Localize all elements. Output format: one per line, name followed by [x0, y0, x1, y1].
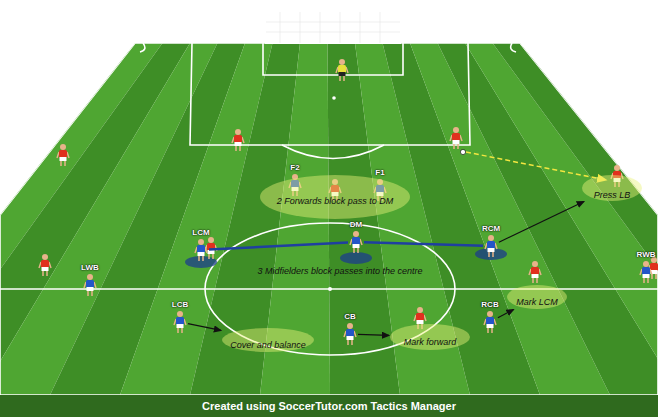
zone-label: Mark LCM — [516, 297, 558, 307]
player-label: RCB — [481, 300, 498, 309]
caption: Created using SoccerTutor.com Tactics Ma… — [202, 400, 456, 412]
player-label: F1 — [375, 168, 384, 177]
player-figure — [83, 273, 97, 297]
zone-highlight: Mark forward — [390, 324, 470, 350]
block-line — [209, 242, 348, 249]
block-line — [364, 242, 483, 246]
opponent-player — [205, 237, 217, 259]
player-figure — [173, 310, 187, 334]
pitch-stripe — [493, 43, 658, 395]
player: LCB — [173, 310, 187, 334]
player: RCB — [483, 310, 497, 334]
opponent-player — [57, 144, 69, 166]
player: CB — [343, 322, 357, 346]
player-label: DM — [350, 220, 362, 229]
player-figure — [484, 234, 498, 258]
opponent-player — [39, 254, 51, 276]
player-label: CB — [344, 312, 356, 321]
zone-highlight: Press LB — [582, 175, 642, 201]
player: RWB — [639, 260, 653, 284]
player: DM — [349, 230, 363, 254]
zone-highlight: Mark LCM — [507, 285, 567, 309]
movement-arrow — [499, 201, 584, 242]
zone-highlight: 2 Forwards block pass to DM — [260, 175, 410, 219]
player-figure — [343, 322, 357, 346]
opponent-player — [336, 59, 348, 81]
player-figure — [194, 238, 208, 262]
movement-arrow — [188, 324, 221, 331]
opponent-player — [450, 127, 462, 149]
player-label: LCM — [192, 228, 209, 237]
player-label: LCB — [172, 300, 188, 309]
zone-label: Mark forward — [404, 337, 457, 347]
player: LWB — [83, 273, 97, 297]
movement-arrow — [358, 334, 389, 335]
player: RCM — [484, 234, 498, 258]
player-label: F2 — [290, 163, 299, 172]
opponent-player — [232, 129, 244, 151]
player-figure — [483, 310, 497, 334]
caption-bar: Created using SoccerTutor.com Tactics Ma… — [0, 395, 658, 417]
movement-arrow — [498, 309, 514, 317]
player-figure — [639, 260, 653, 284]
player-label: RWB — [637, 250, 656, 259]
note-label: 3 Midfielders block passes into the cent… — [257, 266, 422, 276]
zone-label: 2 Forwards block pass to DM — [277, 196, 394, 206]
player-figure — [349, 230, 363, 254]
zone-highlight: Cover and balance — [222, 328, 314, 352]
player-label: LWB — [81, 263, 99, 272]
opponent-player — [529, 261, 541, 283]
player-label: RCM — [482, 224, 500, 233]
zone-label: Cover and balance — [230, 340, 306, 350]
player: LCM — [194, 238, 208, 262]
zone-label: Press LB — [594, 190, 631, 200]
